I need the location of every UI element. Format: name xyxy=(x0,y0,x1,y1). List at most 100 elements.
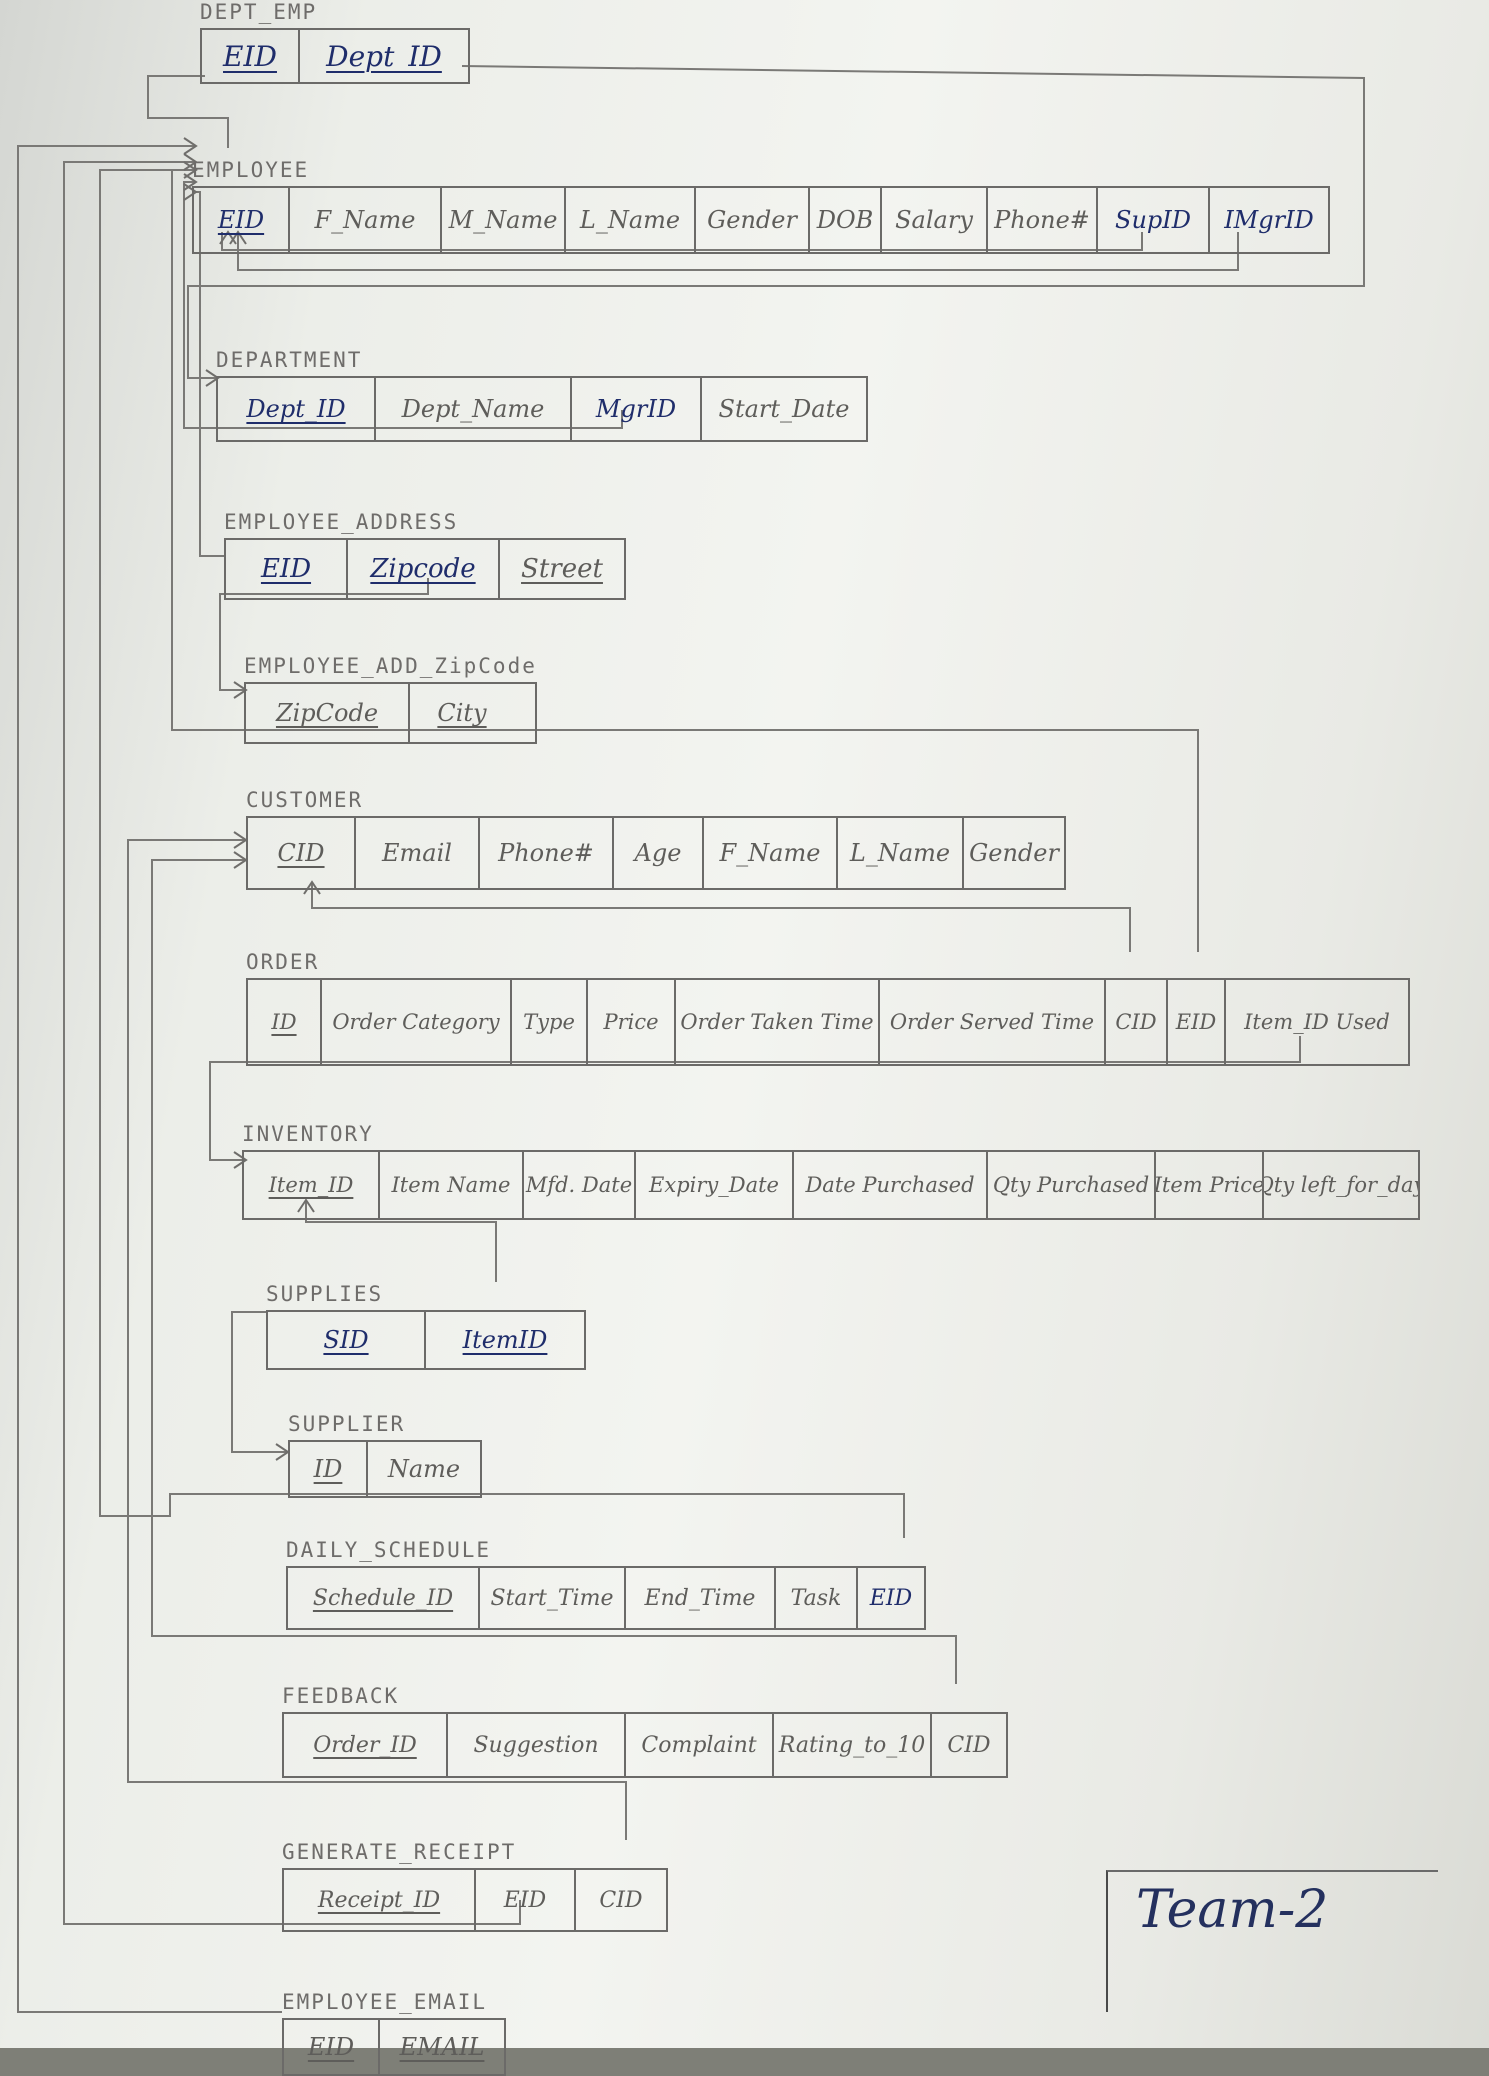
attribute-label: Email xyxy=(382,839,452,867)
attribute-label: ID xyxy=(271,1010,297,1034)
primary-key-attribute: Dept_ID xyxy=(218,378,376,440)
attribute-label: ItemID xyxy=(462,1326,548,1354)
attribute: Age xyxy=(614,818,704,888)
attribute-label: Item_ID Used xyxy=(1244,1010,1390,1034)
attribute-label: F_Name xyxy=(314,206,416,234)
attribute: Price xyxy=(588,980,676,1064)
primary-key-attribute: ID xyxy=(248,980,322,1064)
attribute-label: EID xyxy=(869,1585,913,1611)
attribute-label: ID xyxy=(313,1455,343,1483)
attribute-label: EID xyxy=(307,2033,355,2061)
arrowhead xyxy=(297,1198,315,1213)
attribute: Qty left_for_day xyxy=(1264,1152,1418,1218)
attribute-label: Order Category xyxy=(332,1010,500,1034)
attribute: Phone# xyxy=(988,188,1098,252)
primary-key-attribute: ID xyxy=(290,1442,368,1496)
attribute-label: Schedule_ID xyxy=(312,1585,454,1611)
attribute: Rating_to_10 xyxy=(774,1714,932,1776)
arrowhead xyxy=(233,681,248,699)
attribute-label: Salary xyxy=(895,206,973,234)
arrowhead xyxy=(183,183,198,201)
attribute-label: Order_ID xyxy=(313,1732,417,1758)
team-frame xyxy=(1106,1870,1438,2012)
attribute: Order Served Time xyxy=(880,980,1106,1064)
arrowhead xyxy=(233,1151,248,1169)
attribute-label: Order Taken Time xyxy=(680,1010,874,1034)
foreign-key-line xyxy=(147,75,229,148)
attribute: Gender xyxy=(964,818,1064,888)
attribute-label: Item Price xyxy=(1156,1173,1264,1197)
attribute-label: Item Name xyxy=(391,1173,511,1197)
attribute: Start_Date xyxy=(702,378,866,440)
attribute: Dept_Name xyxy=(376,378,572,440)
attribute: F_Name xyxy=(704,818,838,888)
attribute-label: L_Name xyxy=(579,206,681,234)
primary-key-attribute: ItemID xyxy=(426,1312,584,1368)
primary-key-attribute: Schedule_ID xyxy=(288,1568,480,1628)
attribute: End_Time xyxy=(626,1568,776,1628)
attribute: F_Name xyxy=(290,188,442,252)
attribute-label: EID xyxy=(503,1887,547,1913)
team-label: Team-2 xyxy=(1136,1880,1329,1940)
attribute: DOB xyxy=(810,188,882,252)
attribute: EID xyxy=(1168,980,1226,1064)
attribute-label: CID xyxy=(599,1887,643,1913)
attribute-label: CID xyxy=(947,1732,991,1758)
foreign-key-line xyxy=(311,882,1131,952)
attribute-label: Qty left_for_day xyxy=(1264,1173,1418,1197)
relation-table: Receipt_ID EID CID xyxy=(282,1868,668,1932)
attribute: M_Name xyxy=(442,188,566,252)
attribute-label: Expiry_Date xyxy=(649,1173,779,1197)
primary-key-attribute: EID xyxy=(194,188,290,252)
attribute-label: Dept_Name xyxy=(401,395,545,423)
attribute-label: F_Name xyxy=(719,839,821,867)
attribute-label: CID xyxy=(277,839,325,867)
arrowhead xyxy=(183,153,198,171)
attribute-label: M_Name xyxy=(448,206,558,234)
attribute-label: Mfd. Date xyxy=(525,1173,633,1197)
attribute-label: Item_ID xyxy=(268,1173,354,1197)
primary-key-attribute: Receipt_ID xyxy=(284,1870,476,1930)
attribute-label: Zipcode xyxy=(370,554,476,584)
primary-key-attribute: CID xyxy=(248,818,356,888)
attribute: SupID xyxy=(1098,188,1210,252)
primary-key-attribute: Order_ID xyxy=(284,1714,448,1776)
attribute: Mfd. Date xyxy=(524,1152,636,1218)
attribute: EID xyxy=(858,1568,924,1628)
relation-title: ORDER xyxy=(246,950,320,974)
attribute: L_Name xyxy=(838,818,964,888)
foreign-key-line xyxy=(305,1200,497,1282)
primary-key-attribute: EID xyxy=(284,2020,380,2074)
attribute: Phone# xyxy=(480,818,614,888)
attribute-label: L_Name xyxy=(849,839,951,867)
relation-title: EMPLOYEE xyxy=(192,158,310,182)
attribute: CID xyxy=(1106,980,1168,1064)
attribute-label: IMgrID xyxy=(1224,206,1314,234)
attribute-label: Price xyxy=(603,1010,659,1034)
attribute-label: EID xyxy=(217,206,265,234)
attribute: L_Name xyxy=(566,188,696,252)
foreign-key-line xyxy=(219,578,429,691)
foreign-key-line xyxy=(151,859,957,1684)
relation-title: DAILY_SCHEDULE xyxy=(286,1538,492,1562)
attribute-label: Dept_ID xyxy=(326,39,442,73)
attribute: IMgrID xyxy=(1210,188,1328,252)
attribute: Complaint xyxy=(626,1714,774,1776)
attribute: Email xyxy=(356,818,480,888)
attribute: Suggestion xyxy=(448,1714,626,1776)
attribute-label: Start_Date xyxy=(718,395,850,423)
attribute-label: End_Time xyxy=(644,1585,756,1611)
foreign-key-line xyxy=(196,191,226,557)
